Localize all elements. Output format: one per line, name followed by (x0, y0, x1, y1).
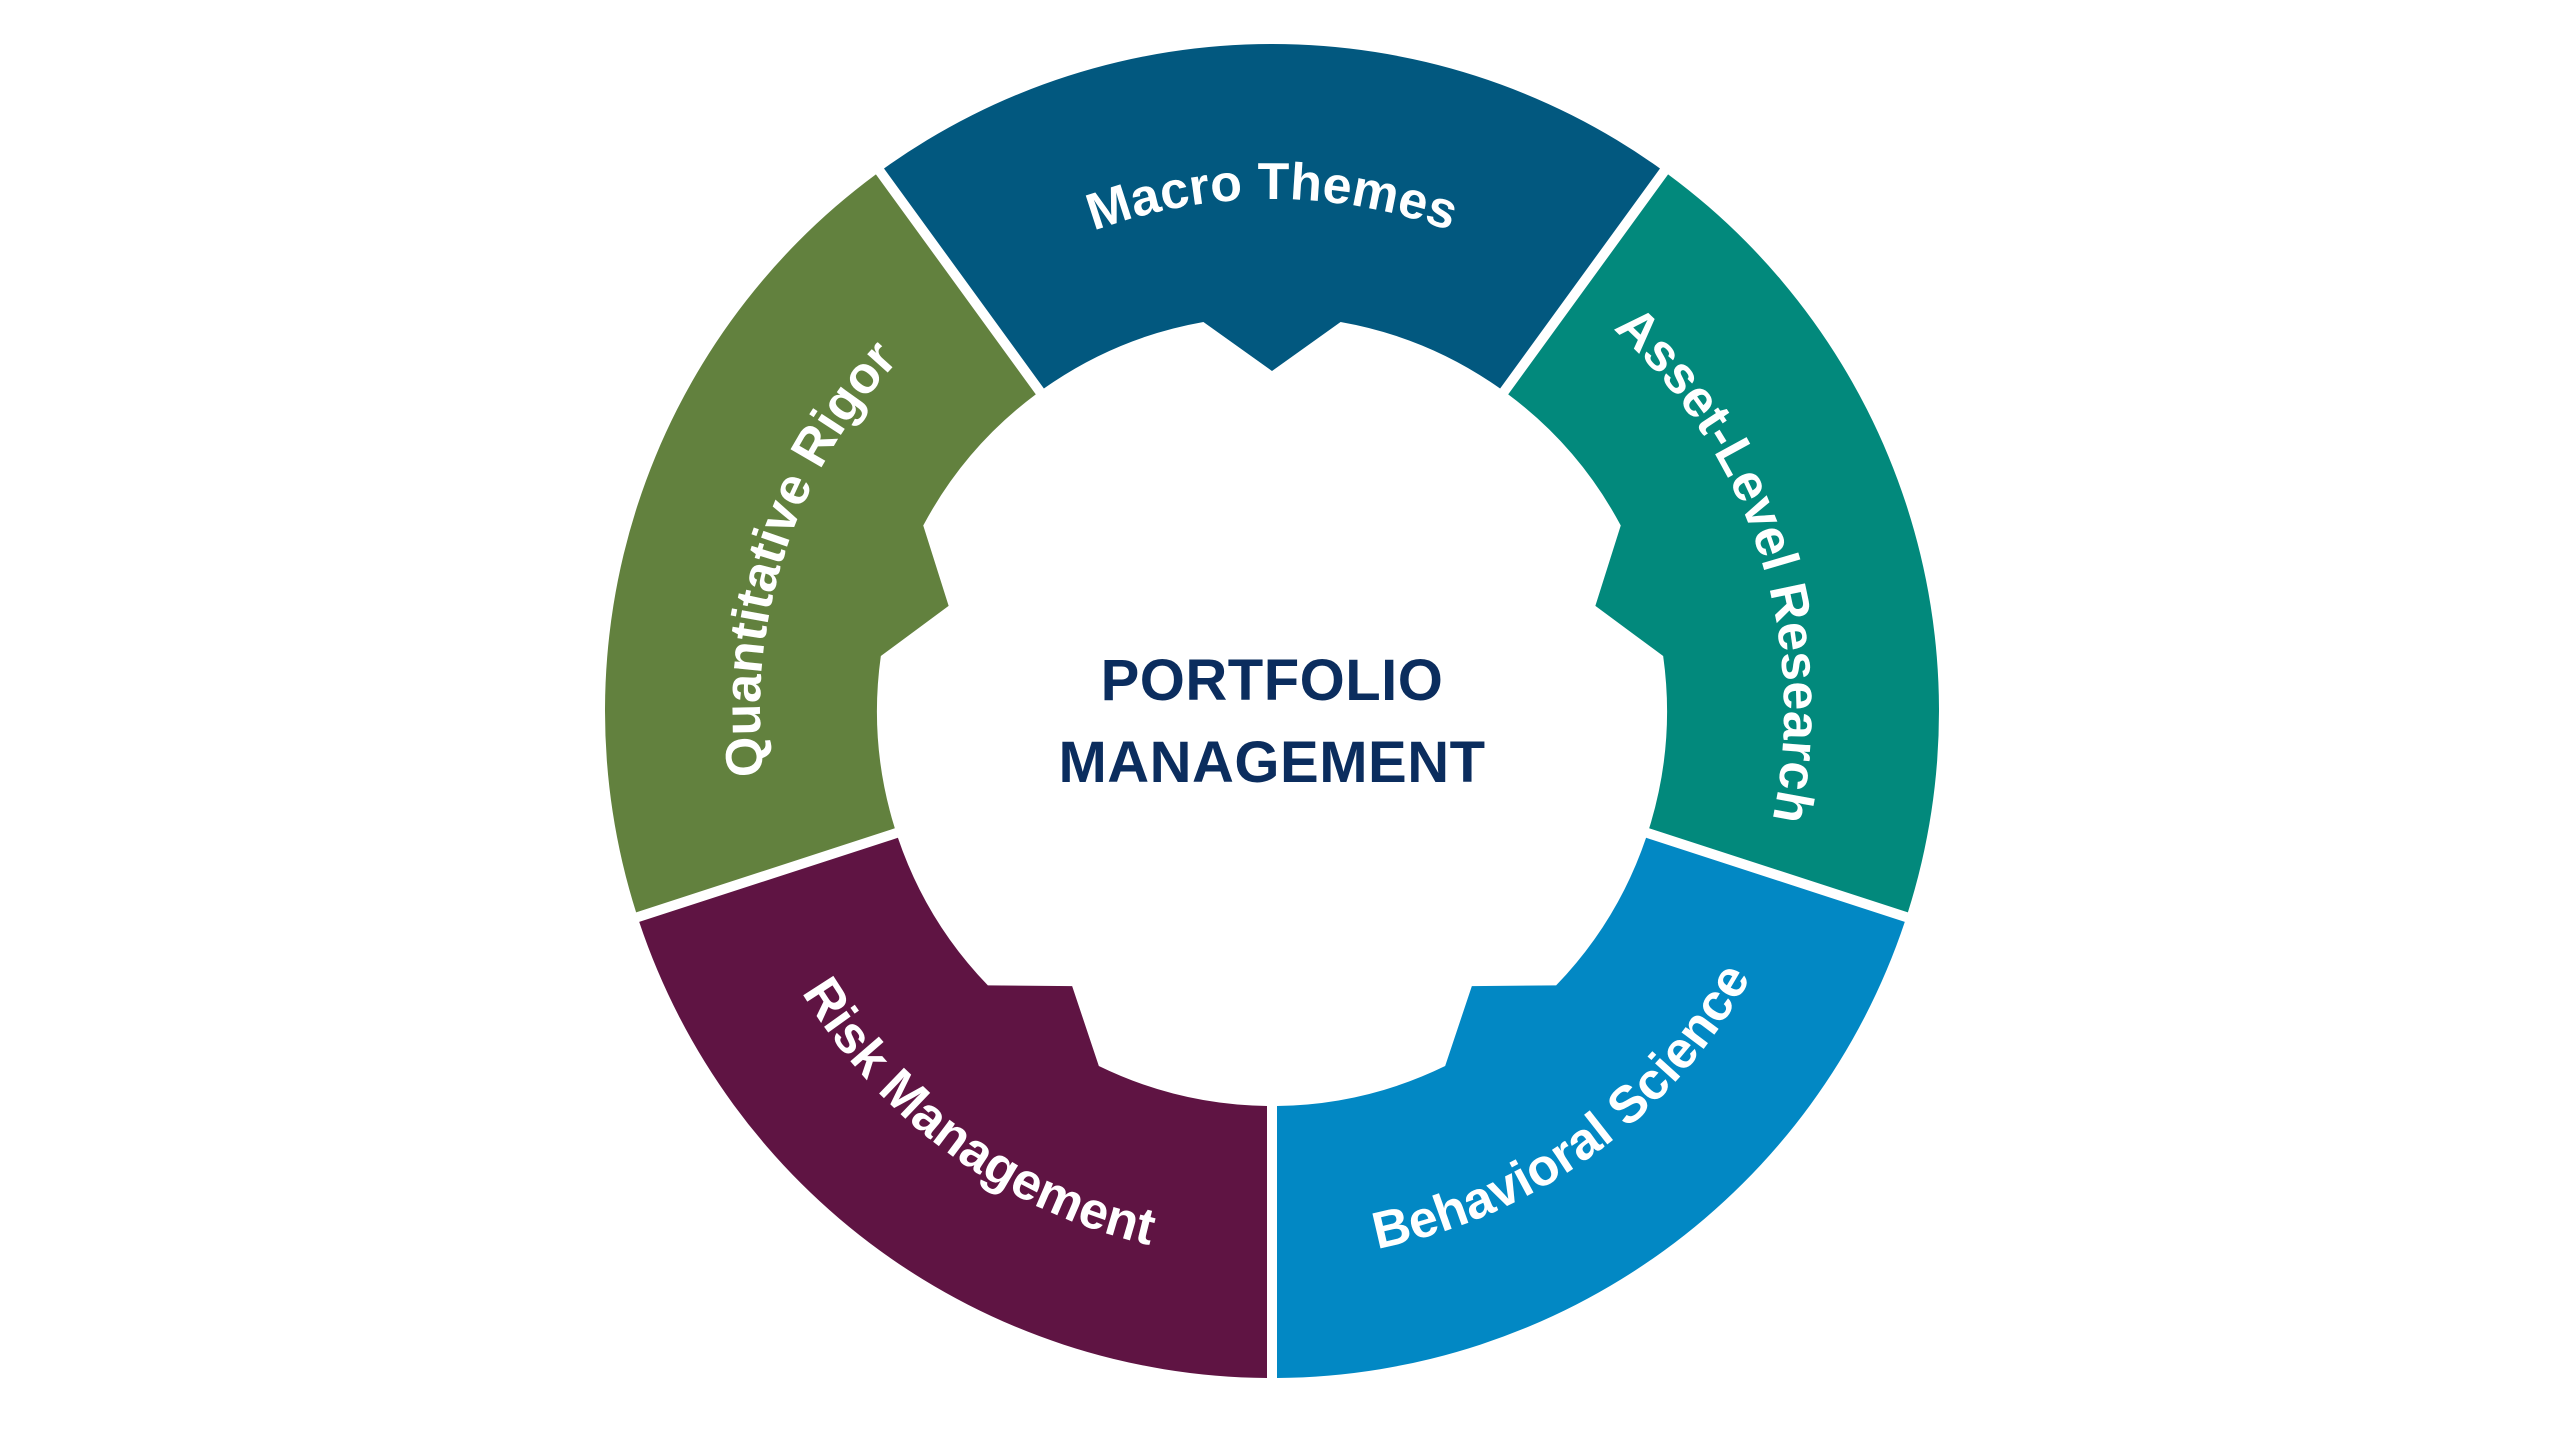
center-title: PORTFOLIO MANAGEMENT (1022, 640, 1522, 804)
segment-behavioral-science (1277, 837, 1905, 1378)
segment-quantitative-rigor (605, 174, 1036, 913)
segment-risk-management (639, 837, 1267, 1378)
center-title-line-2: MANAGEMENT (1058, 730, 1486, 795)
segment-macro-themes (884, 43, 1660, 389)
center-title-line-1: PORTFOLIO (1100, 648, 1444, 713)
segment-asset-level-research (1508, 174, 1939, 913)
ring-segments (605, 43, 1939, 1378)
